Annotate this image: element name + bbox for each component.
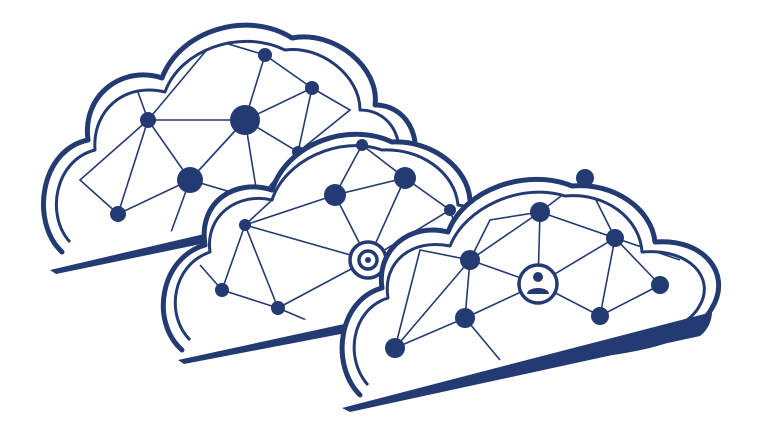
cloud-front-outer-outline bbox=[339, 176, 722, 398]
cloud-front-base-shadow bbox=[342, 312, 712, 412]
user-icon bbox=[517, 263, 559, 305]
cloud-middle-nodes bbox=[215, 139, 456, 315]
cloud-front-nodes bbox=[385, 169, 669, 358]
cloud-front-inner-outline bbox=[352, 190, 706, 387]
cloud-front bbox=[339, 169, 722, 412]
cloud-middle-base-shadow bbox=[178, 318, 372, 364]
cloud-back-base-shadow bbox=[50, 228, 230, 274]
